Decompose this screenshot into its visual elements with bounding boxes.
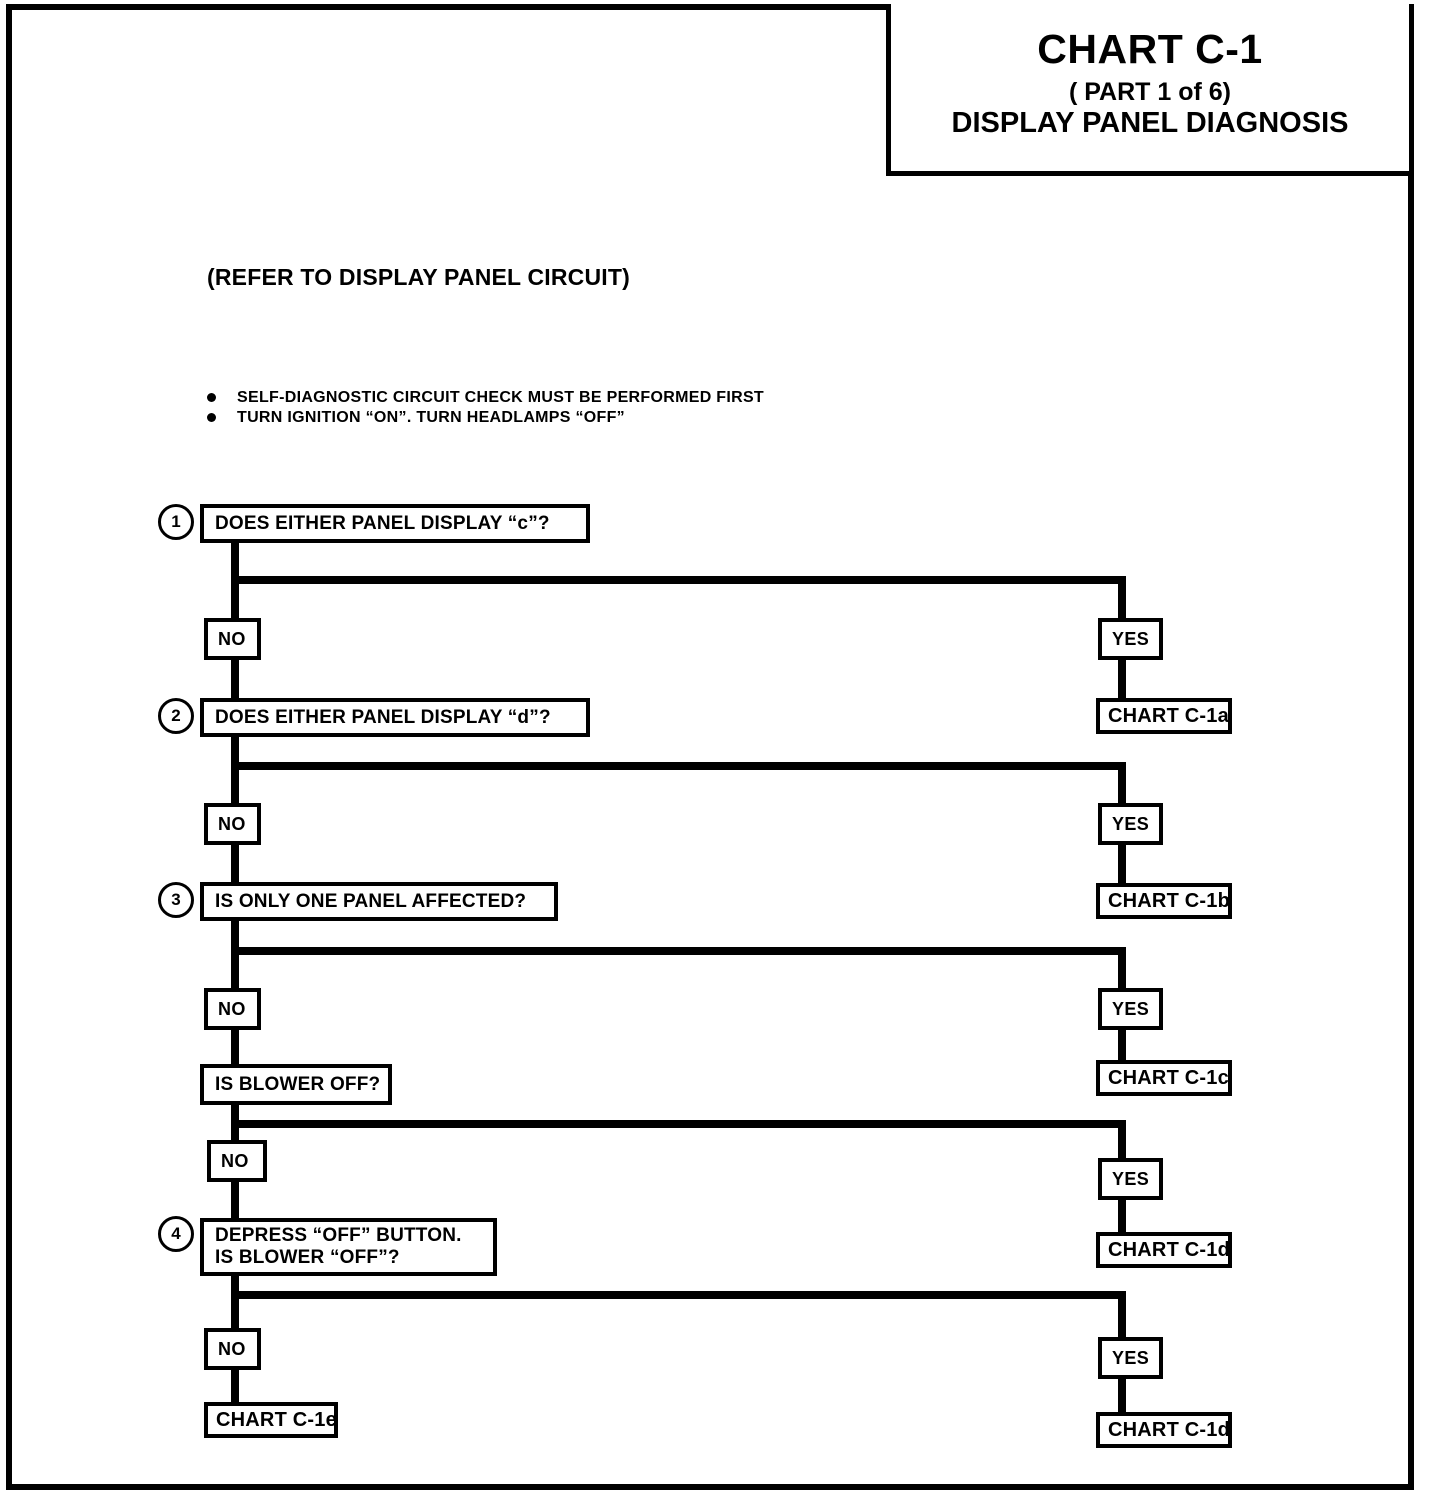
note-item: TURN IGNITION “ON”. TURN HEADLAMPS “OFF” [207, 408, 764, 428]
question-line-1: DEPRESS “OFF” BUTTON. [215, 1224, 462, 1246]
chart-ref-box-c1d-lower[interactable]: CHART C-1d [1096, 1412, 1232, 1448]
connector-vertical [231, 1028, 239, 1066]
no-box-3: NO [204, 988, 261, 1030]
yes-box-4: YES [1098, 1158, 1163, 1200]
connector-horizontal-yes-5 [231, 1291, 1126, 1299]
connector-vertical [1118, 843, 1126, 885]
connector-horizontal-yes-3 [231, 947, 1126, 955]
yes-box-2: YES [1098, 803, 1163, 845]
yes-box-3: YES [1098, 988, 1163, 1030]
connector-vertical-yes-1 [1118, 576, 1126, 620]
question-box-1: DOES EITHER PANEL DISPLAY “c”? [200, 504, 590, 543]
connector-vertical [231, 1105, 239, 1169]
step-marker-2: 2 [158, 698, 194, 734]
connector-vertical [231, 1368, 239, 1404]
chart-ref-box-c1d-upper[interactable]: CHART C-1d [1096, 1232, 1232, 1268]
chart-part-label: ( PART 1 of 6) [1068, 78, 1232, 107]
prerequisite-notes: SELF-DIAGNOSTIC CIRCUIT CHECK MUST BE PE… [207, 388, 764, 428]
title-block: CHART C-1 ( PART 1 of 6) DISPLAY PANEL D… [886, 4, 1414, 176]
question-line-2: IS BLOWER “OFF”? [215, 1247, 400, 1268]
no-box-2: NO [204, 803, 261, 845]
note-text: TURN IGNITION “ON”. TURN HEADLAMPS “OFF” [237, 409, 625, 426]
connector-vertical-yes-4 [1118, 1120, 1126, 1158]
bullet-icon [207, 393, 216, 402]
note-item: SELF-DIAGNOSTIC CIRCUIT CHECK MUST BE PE… [207, 388, 764, 408]
step-marker-3: 3 [158, 882, 194, 918]
chart-ref-box-c1a[interactable]: CHART C-1a [1096, 698, 1232, 734]
connector-vertical-yes-2 [1118, 762, 1126, 804]
connector-vertical [1118, 1198, 1126, 1238]
connector-vertical [1118, 1377, 1126, 1415]
note-text: SELF-DIAGNOSTIC CIRCUIT CHECK MUST BE PE… [237, 389, 765, 406]
connector-vertical [231, 658, 239, 698]
page-border [6, 4, 1414, 1490]
step-marker-4: 4 [158, 1216, 194, 1252]
connector-vertical-yes-3 [1118, 947, 1126, 989]
question-text-wrapper: DEPRESS “OFF” BUTTON. IS BLOWER “OFF”? [215, 1225, 462, 1270]
connector-vertical-yes-5 [1118, 1291, 1126, 1337]
chart-title: CHART C-1 [1037, 26, 1263, 72]
chart-ref-box-c1e[interactable]: CHART C-1e [204, 1402, 338, 1438]
chart-subject: DISPLAY PANEL DIAGNOSIS [951, 107, 1349, 140]
question-box-2: DOES EITHER PANEL DISPLAY “d”? [200, 698, 590, 737]
connector-vertical [231, 737, 239, 807]
connector-horizontal-yes-2 [231, 762, 1126, 770]
connector-vertical [231, 1180, 239, 1220]
question-box-blower-off: IS BLOWER OFF? [200, 1064, 392, 1105]
connector-horizontal-yes-1 [231, 576, 1126, 584]
connector-vertical [231, 1276, 239, 1342]
connector-vertical [231, 921, 239, 991]
step-marker-1: 1 [158, 504, 194, 540]
no-box-1: NO [204, 618, 261, 660]
chart-ref-box-c1c[interactable]: CHART C-1c [1096, 1060, 1232, 1096]
refer-note: (REFER TO DISPLAY PANEL CIRCUIT) [207, 264, 631, 290]
yes-box-1: YES [1098, 618, 1163, 660]
question-box-depress-off: DEPRESS “OFF” BUTTON. IS BLOWER “OFF”? [200, 1218, 497, 1276]
connector-vertical [1118, 1028, 1126, 1068]
connector-vertical [1118, 658, 1126, 700]
bullet-icon [207, 413, 216, 422]
connector-horizontal-yes-4 [231, 1120, 1126, 1128]
chart-ref-box-c1b[interactable]: CHART C-1b [1096, 883, 1232, 919]
no-box-5: NO [204, 1328, 261, 1370]
no-box-4: NO [207, 1140, 267, 1182]
connector-vertical [231, 843, 239, 883]
yes-box-5: YES [1098, 1337, 1163, 1379]
question-box-3: IS ONLY ONE PANEL AFFECTED? [200, 882, 558, 921]
